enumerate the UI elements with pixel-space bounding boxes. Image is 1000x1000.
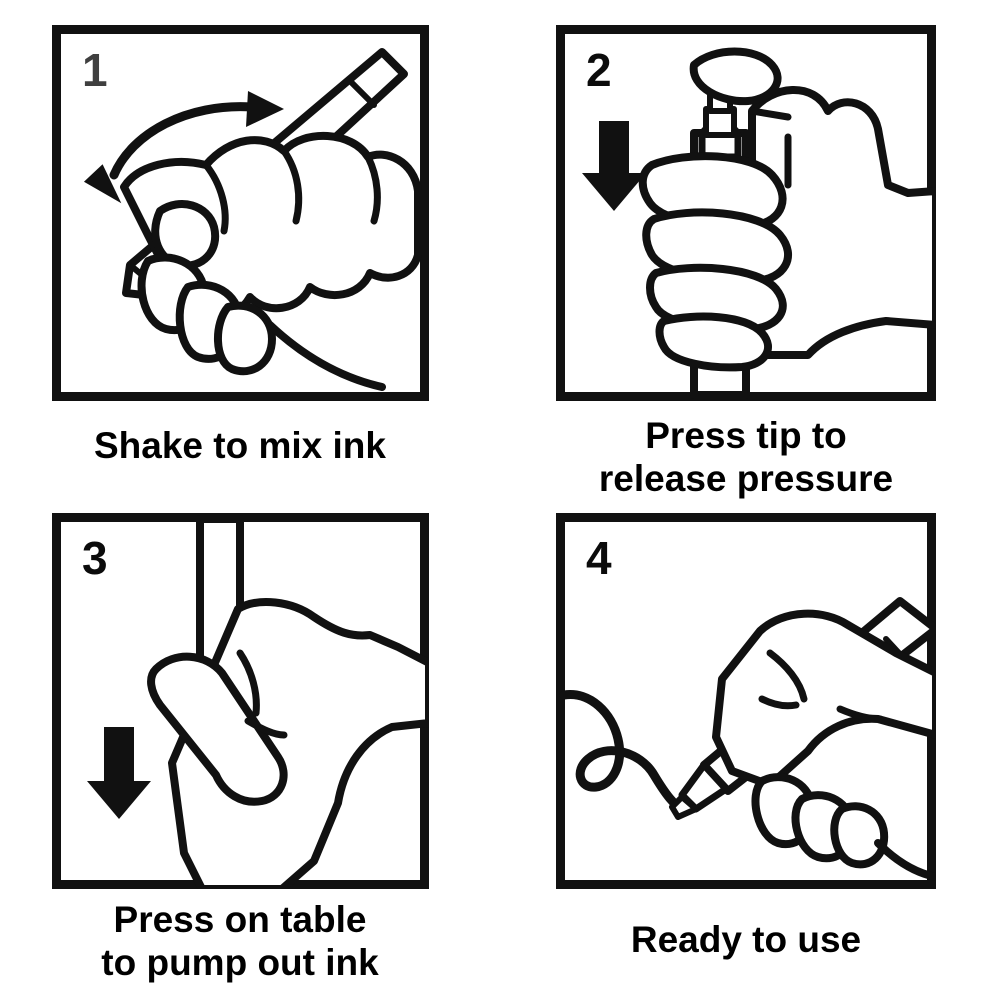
illustration-ready-to-use: [559, 597, 936, 881]
illustration-press-tip-to-release-pressure: [582, 47, 936, 399]
curved-double-arrow-icon: [83, 91, 284, 204]
step-number: 4: [586, 532, 612, 584]
panel-caption-2: Press tip to release pressure: [598, 415, 894, 500]
panel-caption-4: Ready to use: [630, 919, 862, 960]
drawn-squiggle: [559, 690, 689, 816]
illustration-shake-to-mix-ink: [83, 48, 422, 391]
hand-outline: [638, 47, 936, 372]
hand-outline: [147, 598, 429, 889]
step-number: 2: [586, 44, 612, 96]
illustration-press-on-table-to-pump-out-ink: [87, 515, 429, 889]
down-arrow-icon: [87, 727, 151, 819]
hand-outline: [120, 131, 422, 391]
instruction-panel-3: 3: [52, 513, 429, 889]
panel-caption-3: Press on table to pump out ink: [101, 899, 379, 984]
instruction-panel-2: 2: [556, 25, 936, 401]
instruction-panel-1: 1: [52, 25, 429, 401]
panel-caption-1: Shake to mix ink: [94, 425, 386, 466]
down-arrow-icon: [582, 121, 646, 211]
instruction-panel-4: 4: [556, 513, 936, 889]
step-number: 1: [82, 44, 108, 96]
hand-outline: [712, 609, 936, 881]
step-number: 3: [82, 532, 108, 584]
